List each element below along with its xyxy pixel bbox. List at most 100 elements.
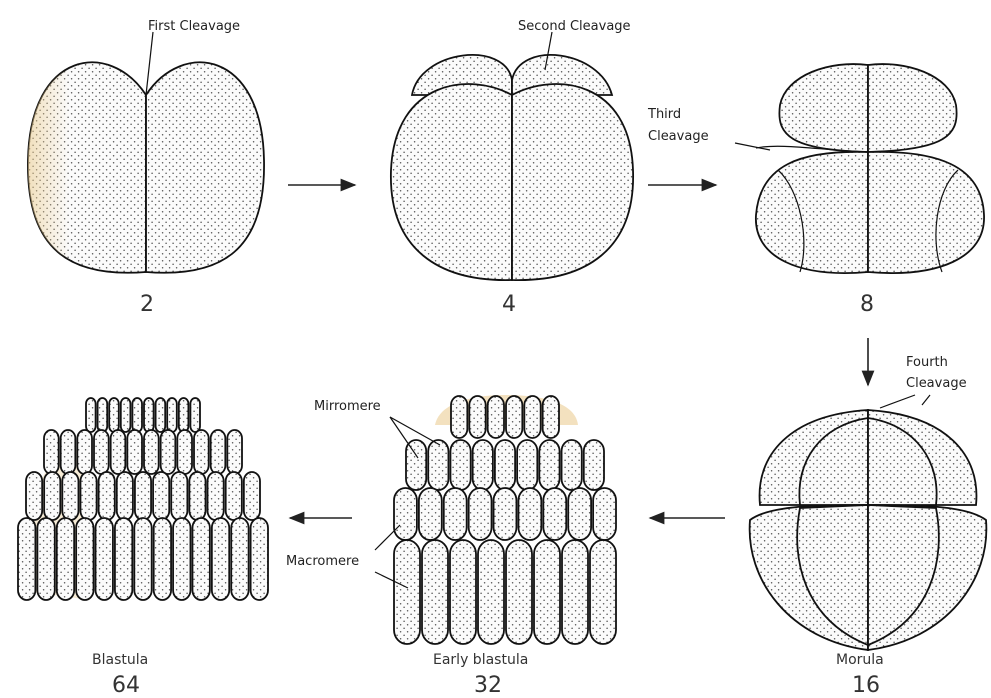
blastomere-cell <box>144 430 159 474</box>
blastomere-cell <box>153 472 169 520</box>
blastomere-cell <box>18 518 35 600</box>
blastomere-cell <box>77 430 92 474</box>
micromere-cell <box>506 396 522 438</box>
mesomere-cell <box>517 440 537 490</box>
mesomere-cell <box>539 440 559 490</box>
blastomere-cell <box>154 518 171 600</box>
blastomere-cell <box>44 430 59 474</box>
blastomere-cell <box>208 472 224 520</box>
blastomere-cell <box>177 430 192 474</box>
macromere-cell <box>534 540 560 644</box>
mesomere-cell <box>494 488 517 540</box>
stage-16-number: 16 <box>852 673 880 698</box>
blastomere-cell <box>62 472 78 520</box>
micromere-cell <box>524 396 540 438</box>
blastomere-cell <box>189 472 205 520</box>
blastomere-cell <box>121 398 131 432</box>
stage-64-caption: Blastula <box>92 652 148 668</box>
blastomere-cell <box>98 398 108 432</box>
blastomere-cell <box>192 518 209 600</box>
mesomere-cell <box>406 440 426 490</box>
fourth-cleavage-label-line1: Fourth <box>906 355 948 370</box>
blastomere-cell <box>127 430 142 474</box>
blastomere-cell <box>161 430 176 474</box>
blastomere-cell <box>179 398 189 432</box>
blastomere-cell <box>44 472 60 520</box>
blastomere-cell <box>171 472 187 520</box>
blastomere-cell <box>86 398 96 432</box>
third-cleavage-label-line1: Third <box>647 107 681 122</box>
blastomere-cell <box>231 518 248 600</box>
micromere-cell <box>488 396 504 438</box>
blastomere-cell <box>226 472 242 520</box>
third-cleavage-label-line2: Cleavage <box>648 129 709 144</box>
blastomere-cell <box>26 472 42 520</box>
blastomere-cell <box>99 472 115 520</box>
stage-2-number: 2 <box>140 292 154 317</box>
macromere-cell <box>506 540 532 644</box>
first-cleavage-label: First Cleavage <box>148 19 240 34</box>
blastomere-cell <box>37 518 54 600</box>
blastomere-cell <box>109 398 119 432</box>
macromere-cell <box>394 540 420 644</box>
mesomere-cell <box>562 440 582 490</box>
blastomere-cell <box>211 430 226 474</box>
stage-16-caption: Morula <box>836 652 884 668</box>
stage-32-embryo <box>394 395 616 644</box>
fourth-cleavage-label-line2: Cleavage <box>906 376 967 391</box>
blastomere-cell <box>132 398 142 432</box>
blastomere-cell <box>144 398 154 432</box>
blastomere-cell <box>135 472 151 520</box>
second-cleavage-label: Second Cleavage <box>518 19 631 34</box>
stage-8-embryo <box>735 64 984 273</box>
blastomere-cell <box>111 430 126 474</box>
mesomere-cell <box>473 440 493 490</box>
blastomere-cell <box>76 518 93 600</box>
micromere-cell <box>451 396 467 438</box>
mesomere-cell <box>444 488 467 540</box>
blastomere-cell <box>227 430 242 474</box>
stage-4-number: 4 <box>502 292 516 317</box>
blastomere-cell <box>190 398 200 432</box>
mesomere-cell <box>419 488 442 540</box>
micromere-pointer-b <box>390 417 418 458</box>
stage-32-caption: Early blastula <box>433 652 528 668</box>
blastomere-cell <box>94 430 109 474</box>
stage-64-number: 64 <box>112 673 140 698</box>
blastomere-cell <box>117 472 133 520</box>
stage-32-number: 32 <box>474 673 502 698</box>
blastomere-cell <box>134 518 151 600</box>
mesomere-cell <box>450 440 470 490</box>
macromere-cell <box>450 540 476 644</box>
blastomere-cell <box>80 472 96 520</box>
blastomere-cell <box>57 518 74 600</box>
blastomere-cell <box>173 518 190 600</box>
macromere-cell <box>422 540 448 644</box>
blastomere-cell <box>61 430 76 474</box>
mesomere-cell <box>428 440 448 490</box>
stage-2-embryo <box>28 32 264 273</box>
macromere-label: Macromere <box>286 554 359 569</box>
stage-64-embryo <box>18 398 268 600</box>
micromere-cell <box>469 396 485 438</box>
blastomere-cell <box>212 518 229 600</box>
micromere-label: Mirromere <box>314 399 381 414</box>
blastomere-cell <box>156 398 166 432</box>
stage-4-embryo <box>391 32 633 280</box>
mesomere-cell <box>568 488 591 540</box>
mesomere-cell <box>469 488 492 540</box>
macromere-cell <box>478 540 504 644</box>
mesomere-cell <box>394 488 417 540</box>
mesomere-cell <box>495 440 515 490</box>
blastomere-cell <box>244 472 260 520</box>
blastomere-cell <box>115 518 132 600</box>
mesomere-cell <box>593 488 616 540</box>
mesomere-cell <box>518 488 541 540</box>
stage-8-number: 8 <box>860 292 874 317</box>
stage-16-embryo <box>750 395 987 650</box>
blastomere-cell <box>251 518 268 600</box>
macromere-cell <box>590 540 616 644</box>
blastomere-cell <box>96 518 113 600</box>
